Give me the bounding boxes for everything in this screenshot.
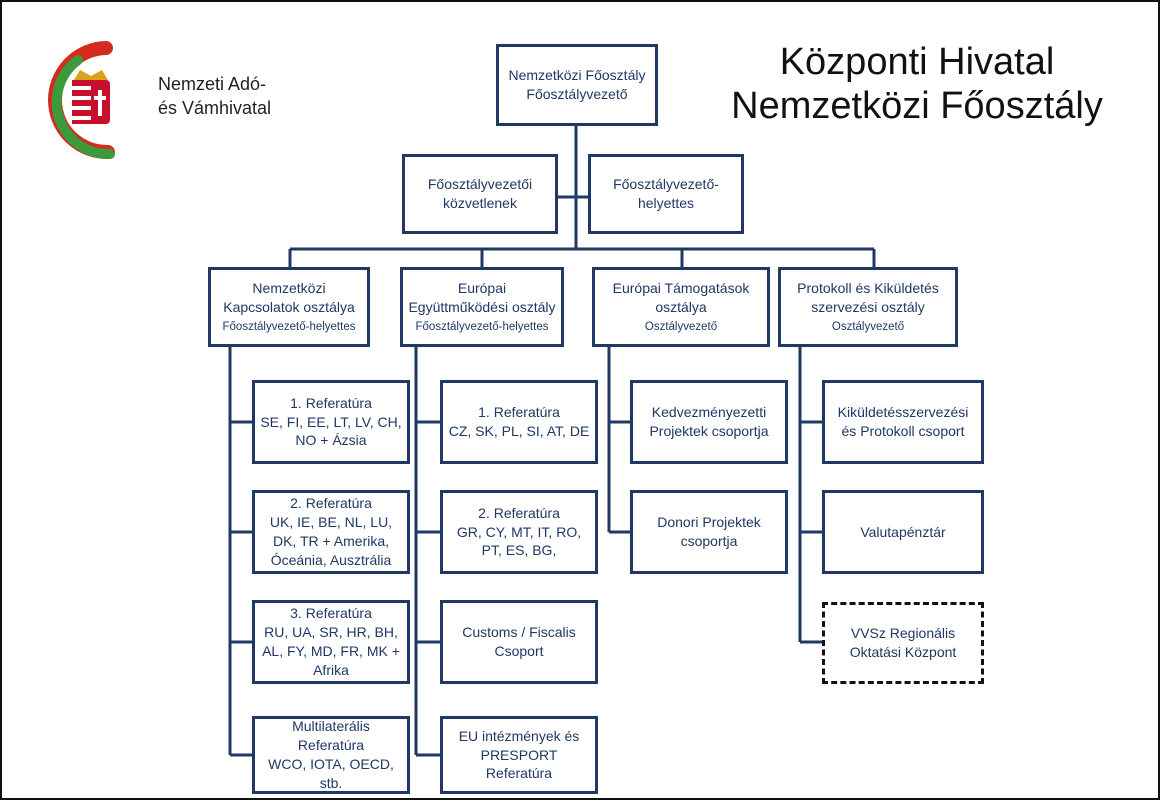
organization-name-line1: Nemzeti Adó- bbox=[158, 74, 267, 94]
node-title: Főosztályvezetői közvetlenek bbox=[427, 176, 533, 211]
node-title: Kiküldetésszervezési és Protokoll csopor… bbox=[837, 404, 969, 439]
node-title: 3. Referatúra bbox=[290, 605, 372, 622]
unit-node: Kedvezményezetti Projektek csoportja bbox=[630, 380, 788, 464]
staff-node: Főosztályvezető-helyettes bbox=[588, 154, 744, 234]
node-title: Donori Projektek csoportja bbox=[657, 514, 761, 549]
page-title: Központi Hivatal Nemzetközi Főosztály bbox=[692, 40, 1142, 128]
unit-node: EU intézmények és PRESPORT Referatúra bbox=[440, 716, 598, 794]
node-title: 1. Referatúra bbox=[478, 404, 560, 421]
node-role: Főosztályvezető-helyettes bbox=[222, 320, 356, 333]
node-title: Főosztályvezető-helyettes bbox=[613, 176, 719, 211]
node-role: Osztályvezető bbox=[831, 320, 905, 333]
unit-node: Multilaterális Referatúra WCO, IOTA, OEC… bbox=[252, 716, 410, 794]
organization-name-line2: és Vámhivatal bbox=[158, 98, 272, 118]
node-desc: UK, IE, BE, NL, LU, DK, TR + Amerika, Óc… bbox=[269, 514, 393, 568]
unit-node: 2. Referatúra GR, CY, MT, IT, RO, PT, ES… bbox=[440, 490, 598, 574]
unit-node: Customs / Fiscalis Csoport bbox=[440, 600, 598, 684]
node-desc: GR, CY, MT, IT, RO, PT, ES, BG, bbox=[456, 523, 582, 559]
node-title: Protokoll és Kiküldetés szervezési osztá… bbox=[797, 279, 939, 315]
nav-logo-icon bbox=[48, 41, 115, 160]
staff-node: Főosztályvezetői közvetlenek bbox=[402, 154, 558, 234]
node-title: Valutapénztár bbox=[860, 523, 946, 540]
node-title: Nemzetközi Kapcsolatok osztálya bbox=[223, 279, 355, 315]
unit-node: 2. Referatúra UK, IE, BE, NL, LU, DK, TR… bbox=[252, 490, 410, 574]
page-title-line1: Központi Hivatal bbox=[779, 41, 1055, 83]
node-title: EU intézmények és PRESPORT Referatúra bbox=[458, 727, 580, 782]
unit-node: Valutapénztár bbox=[822, 490, 984, 574]
node-role: Osztályvezető bbox=[644, 320, 718, 333]
top-node: Nemzetközi Főosztály Főosztályvezető bbox=[496, 44, 658, 126]
unit-node: 3. Referatúra RU, UA, SR, HR, BH, AL, FY… bbox=[252, 600, 410, 684]
unit-node-planned: VVSz Regionális Oktatási Központ bbox=[822, 602, 984, 684]
node-title: Európai Támogatások osztálya bbox=[612, 279, 750, 315]
node-desc: WCO, IOTA, OECD, stb. bbox=[268, 756, 394, 791]
department-node: Protokoll és Kiküldetés szervezési osztá… bbox=[778, 267, 958, 347]
node-role: Főosztályvezető-helyettes bbox=[415, 320, 549, 333]
node-title: VVSz Regionális Oktatási Központ bbox=[849, 625, 957, 660]
unit-node: Kiküldetésszervezési és Protokoll csopor… bbox=[822, 380, 984, 464]
node-title: Nemzetközi Főosztály bbox=[508, 67, 646, 84]
unit-node: 1. Referatúra CZ, SK, PL, SI, AT, DE bbox=[440, 380, 598, 464]
node-title: Multilaterális Referatúra bbox=[292, 718, 370, 754]
node-desc: SE, FI, EE, LT, LV, CH, NO + Ázsia bbox=[260, 413, 402, 449]
department-node: Európai Együttműködési osztály Főosztály… bbox=[400, 267, 564, 347]
page-title-line2: Nemzetközi Főosztály bbox=[731, 85, 1103, 127]
unit-node: Donori Projektek csoportja bbox=[630, 490, 788, 574]
node-title: 2. Referatúra bbox=[478, 504, 560, 521]
node-desc: CZ, SK, PL, SI, AT, DE bbox=[448, 423, 590, 439]
organization-name: Nemzeti Adó- és Vámhivatal bbox=[158, 72, 271, 120]
node-title: Európai Együttműködési osztály bbox=[408, 279, 556, 315]
node-title: Customs / Fiscalis Csoport bbox=[462, 624, 576, 659]
node-title: 1. Referatúra bbox=[290, 394, 372, 411]
unit-node: 1. Referatúra SE, FI, EE, LT, LV, CH, NO… bbox=[252, 380, 410, 464]
department-node: Nemzetközi Kapcsolatok osztálya Főosztál… bbox=[208, 267, 370, 347]
node-role: Főosztályvezető bbox=[526, 86, 628, 102]
node-title: Kedvezményezetti Projektek csoportja bbox=[649, 404, 769, 439]
node-desc: RU, UA, SR, HR, BH, AL, FY, MD, FR, MK +… bbox=[262, 624, 400, 678]
department-node: Európai Támogatások osztálya Osztályveze… bbox=[592, 267, 770, 347]
node-title: 2. Referatúra bbox=[290, 495, 372, 512]
